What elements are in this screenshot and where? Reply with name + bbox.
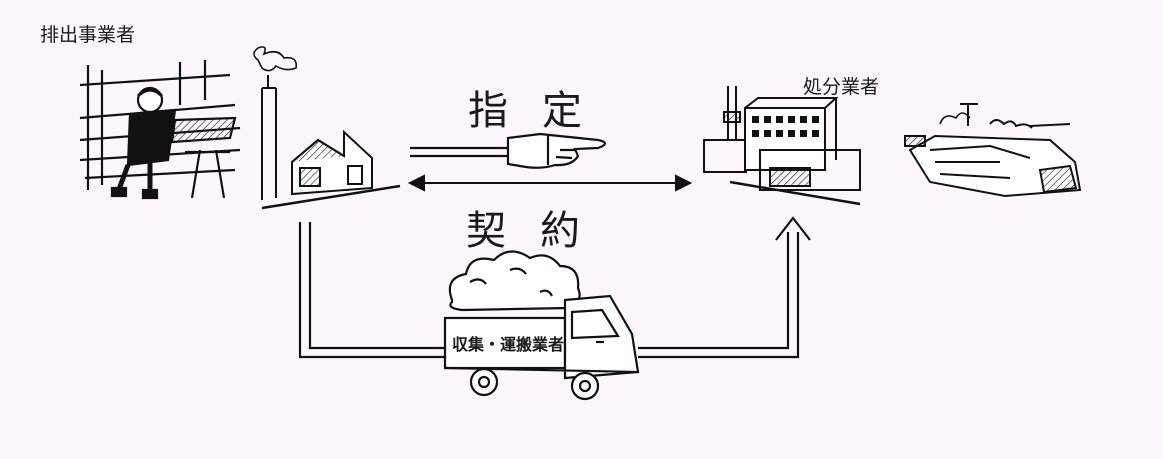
transport-flow-arrow: [298, 216, 811, 359]
factory-worker-illustration: [79, 60, 241, 200]
transporter-label: 収集・運搬業者: [452, 335, 565, 354]
generator-label: 排出事業者: [40, 24, 136, 46]
designate-label: 指定: [468, 88, 616, 134]
contract-double-arrow: [407, 174, 693, 192]
designate-arrow: [410, 132, 607, 169]
factory-building-illustration: [253, 46, 401, 210]
landfill-illustration: [904, 103, 1082, 198]
truck-illustration: [443, 250, 640, 401]
disposer-label: 処分業者: [803, 76, 880, 98]
contract-label: 契約: [466, 208, 614, 254]
disposal-plant-illustration: [703, 86, 861, 206]
